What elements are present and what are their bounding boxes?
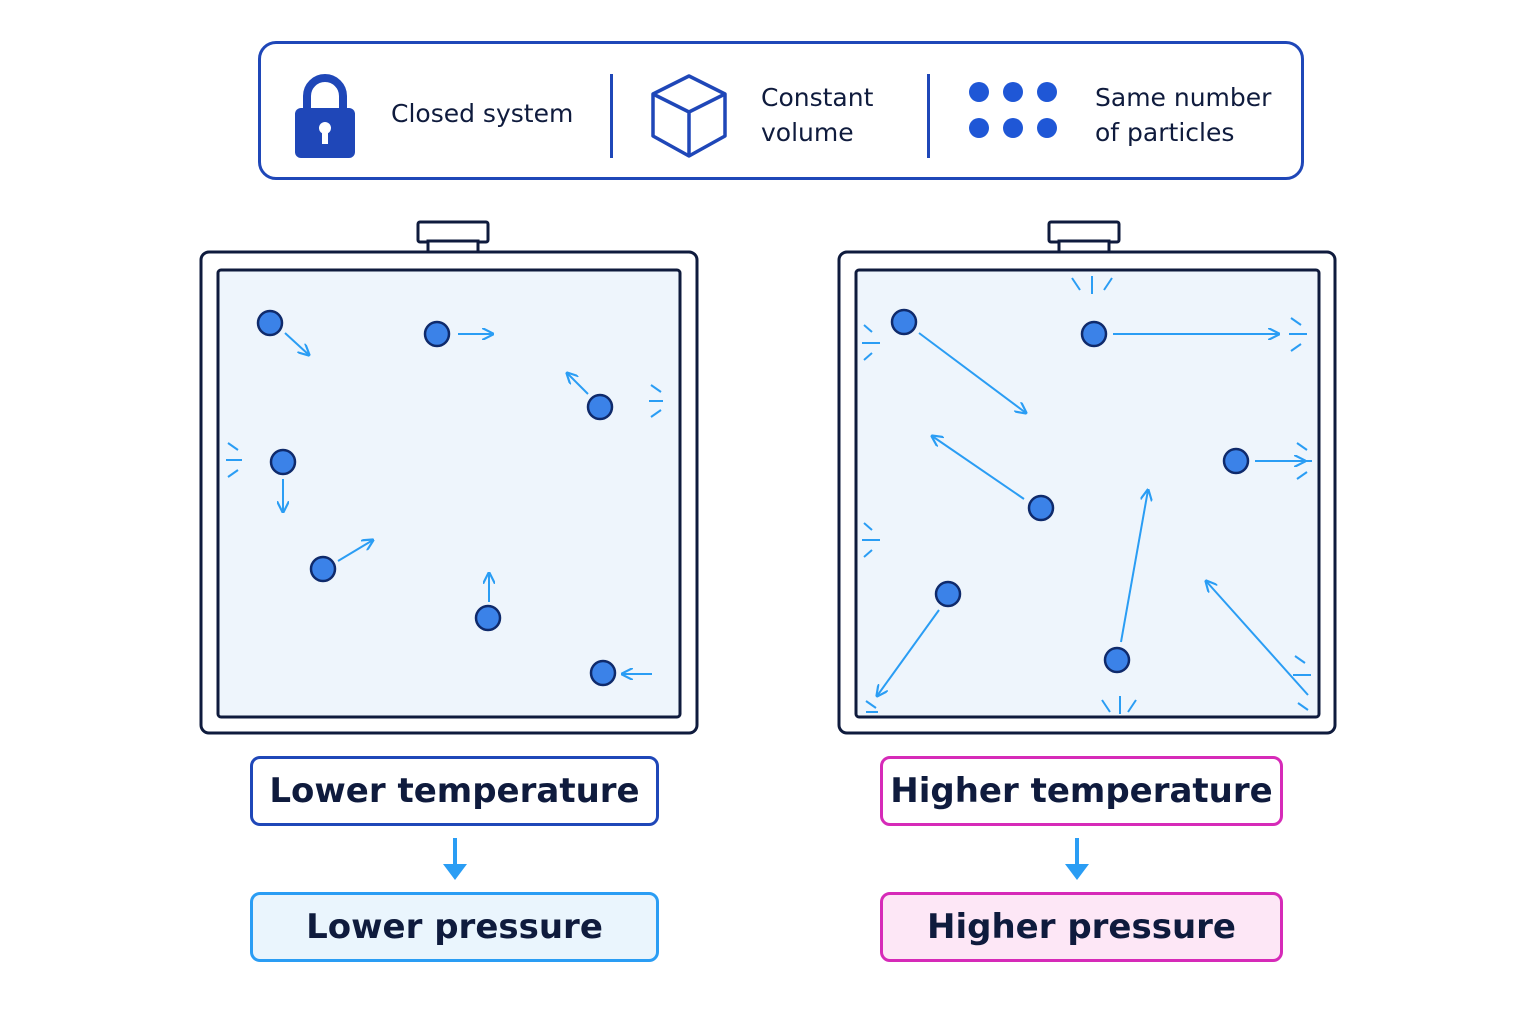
particle [586,393,614,421]
collision-marks [226,384,663,478]
particle-dots-low-temp [256,309,617,687]
velocity-arrow [567,373,589,395]
particles-high-temp [862,276,1312,714]
legend-label-closed-system: Closed system [391,99,574,128]
particle [1222,447,1250,475]
particle [589,659,617,687]
particle [1103,646,1131,674]
cube-icon [651,74,727,158]
arrow-down-icon [1065,838,1089,880]
container-cap [416,220,490,244]
particle [309,555,337,583]
container-cap [1047,220,1121,244]
particle [934,580,962,608]
legend-label-same-particles: Same number of particles [1095,83,1272,147]
velocity-arrow [284,332,309,355]
container-high-temp [837,220,1337,735]
velocity-arrow [918,332,1026,413]
legend-divider [610,74,613,158]
legend-divider [927,74,930,158]
velocity-arrow [932,436,1025,500]
particle-dots-high-temp [890,308,1250,674]
higher-pressure-label: Higher pressure [880,892,1283,962]
collision-marks [862,276,1312,714]
lower-pressure-label: Lower pressure [250,892,659,962]
particles-icon [969,82,1057,138]
legend-item-closed-system: Closed system [261,44,611,177]
legend-label-constant-volume: Constant volume [761,83,874,147]
velocity-arrow [1120,490,1148,643]
legend-bar: Closed system Constant volume Same numbe… [258,41,1304,180]
container-low-temp [199,220,699,735]
particle [269,448,297,476]
particles-low-temp [226,333,663,674]
particle [1027,494,1055,522]
particle [256,309,284,337]
particle [890,308,918,336]
lock-icon [295,74,355,158]
legend-item-constant-volume: Constant volume [616,44,926,177]
containers-diagram [199,220,1337,735]
particle [474,604,502,632]
velocity-arrow [1206,581,1309,696]
velocity-arrow [877,609,940,696]
arrow-down-icon [443,838,467,880]
particle [1080,320,1108,348]
velocity-arrow [337,540,373,562]
legend-item-same-particles: Same number of particles [933,44,1303,177]
lower-temperature-label: Lower temperature [250,756,659,826]
container-inner-wall [854,268,1321,719]
particle [423,320,451,348]
higher-temperature-label: Higher temperature [880,756,1283,826]
